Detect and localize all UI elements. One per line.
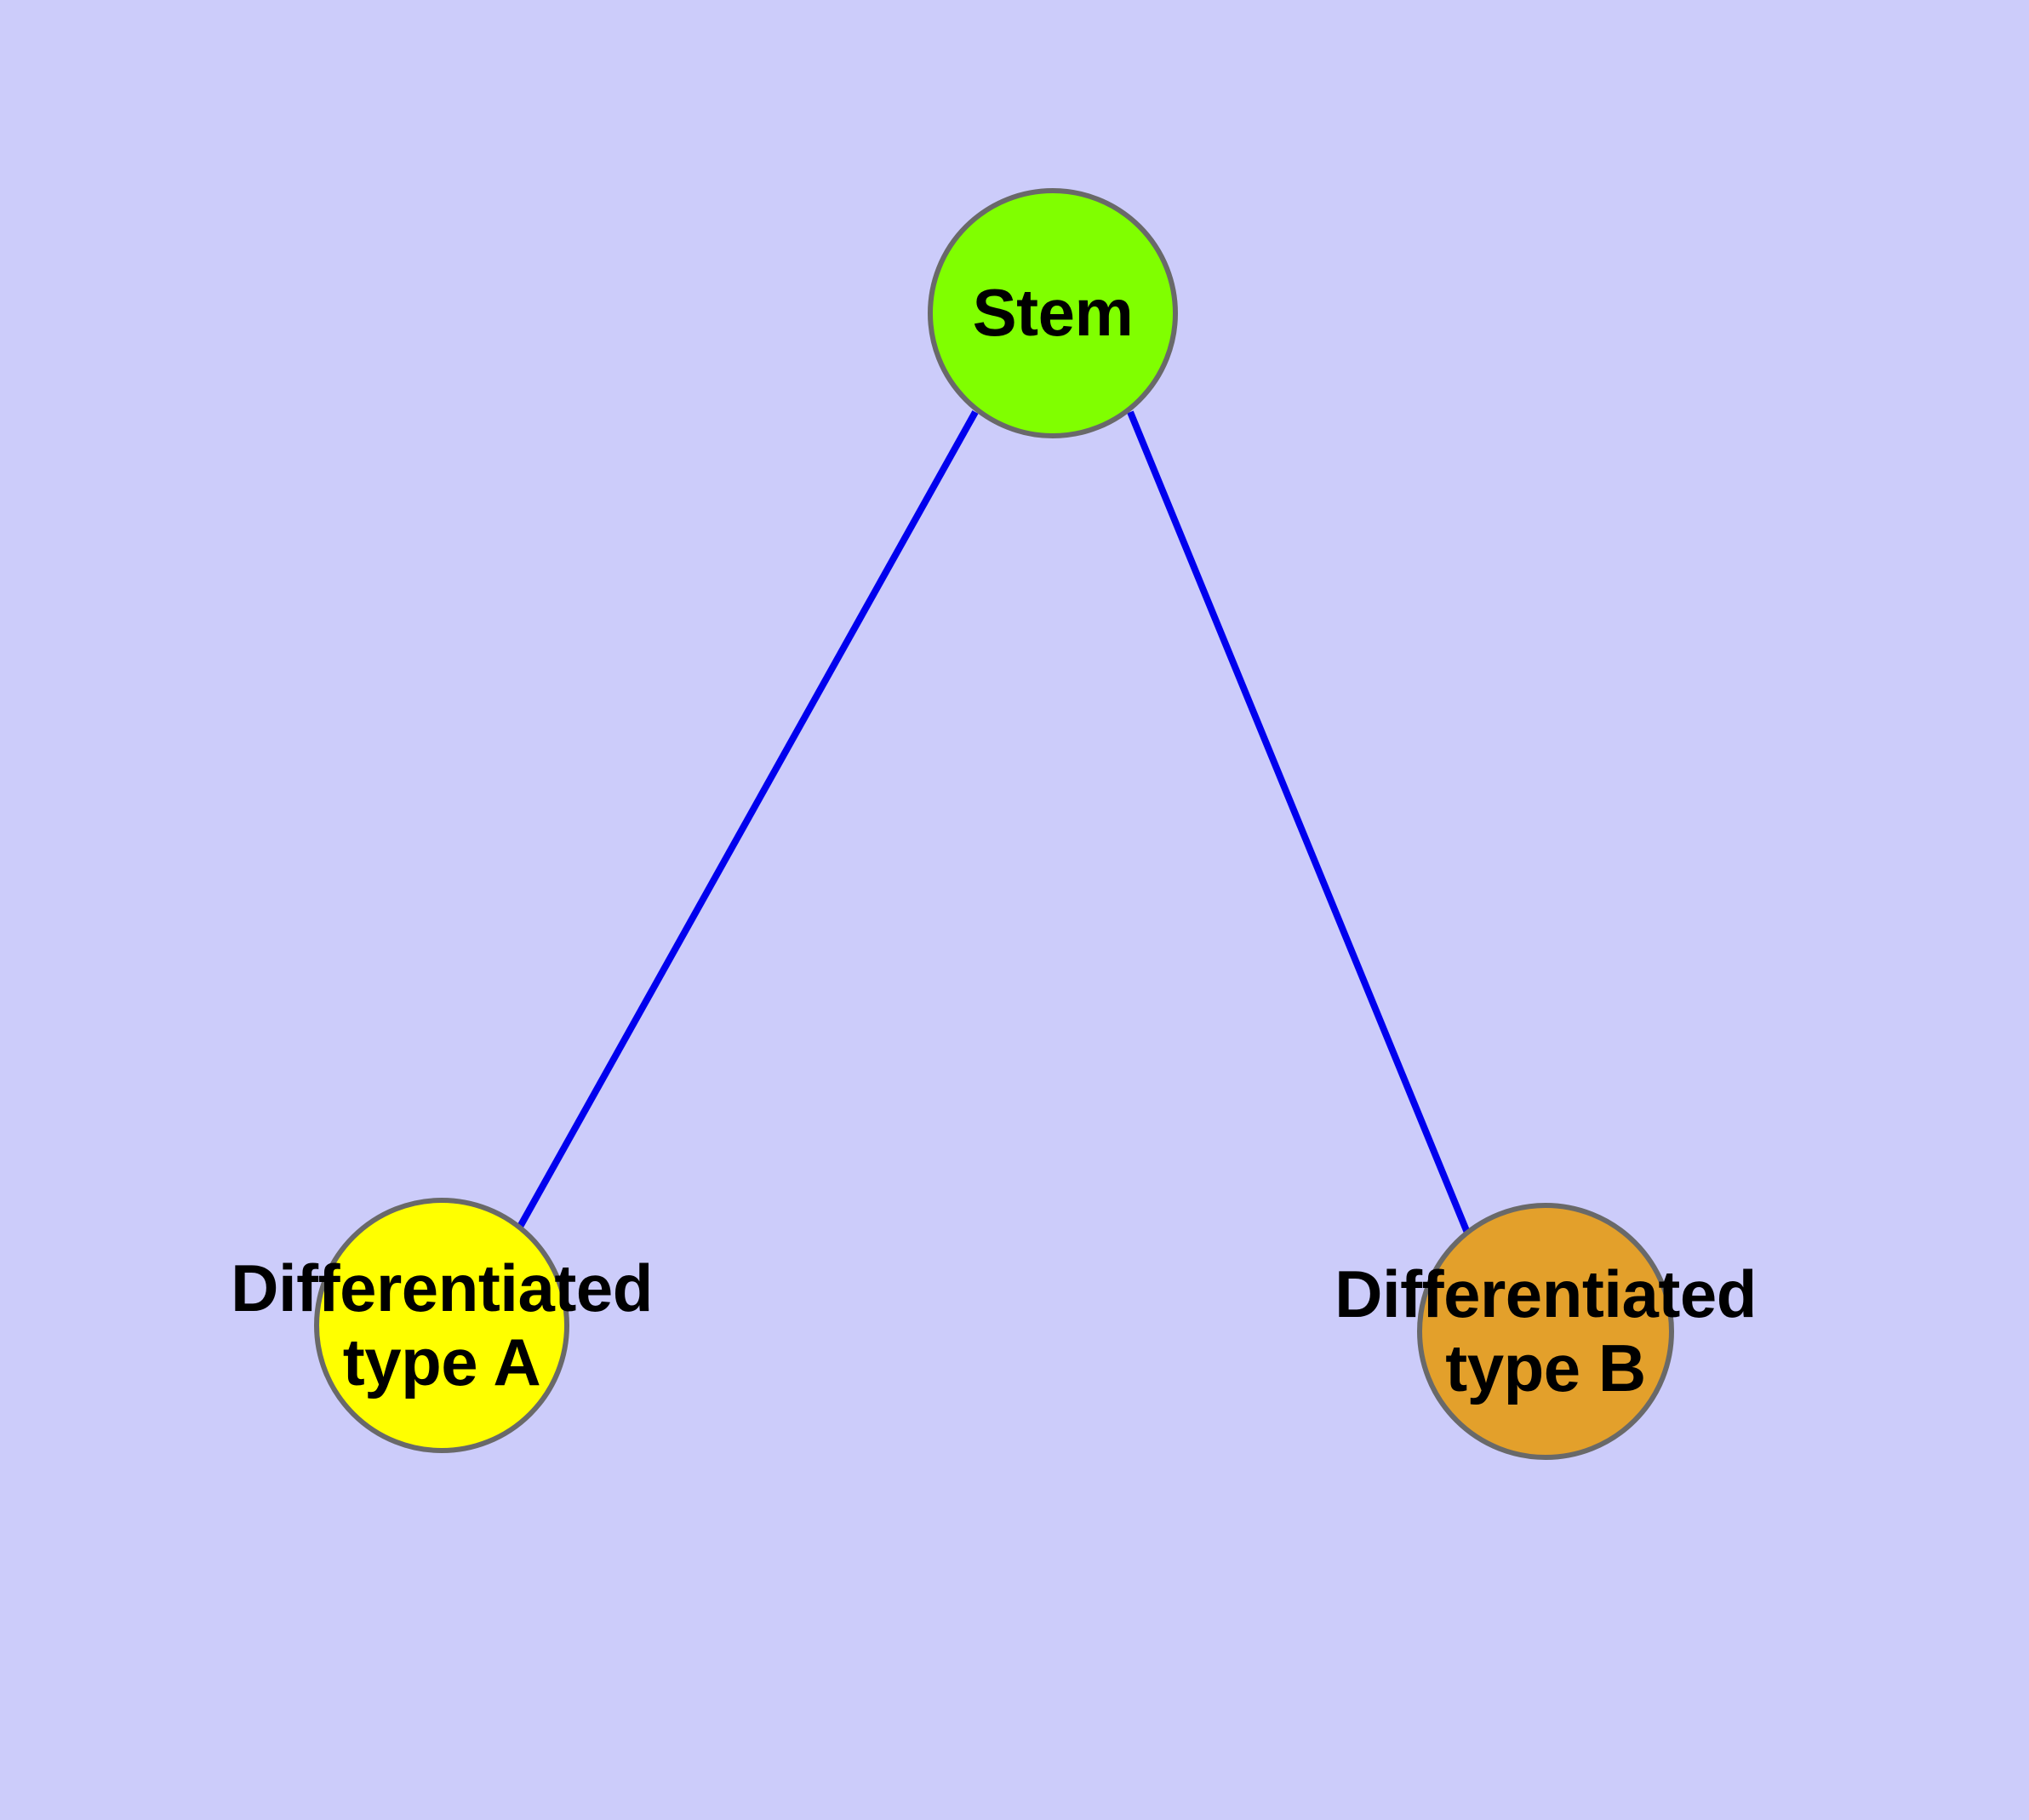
node-stem[interactable] <box>928 188 1178 438</box>
node-differentiated-type-b[interactable] <box>1417 1203 1674 1460</box>
edge-stem-to-diff-a <box>517 410 979 1228</box>
edge-stem-to-diff-b <box>1127 410 1471 1234</box>
node-differentiated-type-a[interactable] <box>314 1198 569 1453</box>
